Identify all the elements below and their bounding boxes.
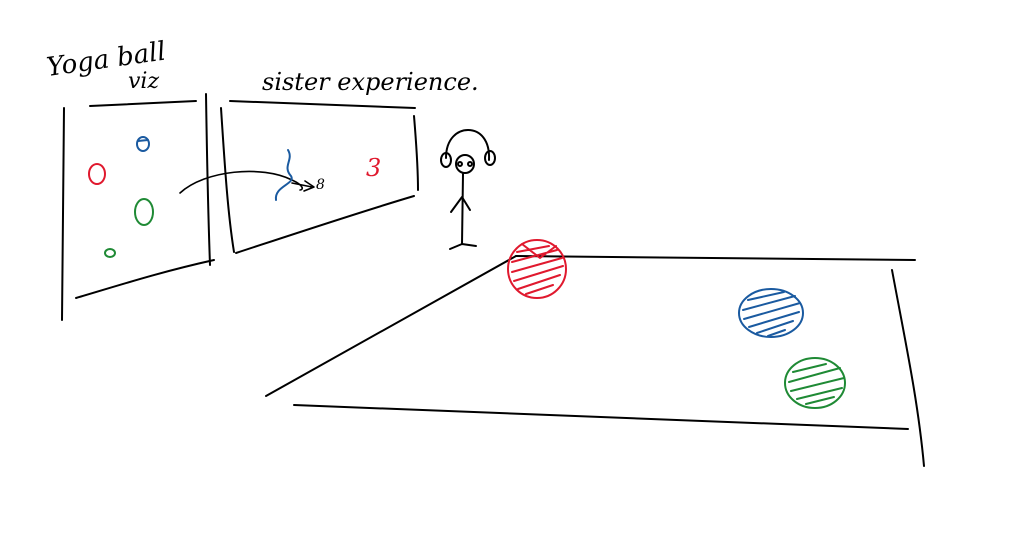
viz-ball-blue-tick (137, 139, 149, 142)
floor-ball-green (784, 357, 846, 409)
viz-ball-blue (136, 136, 150, 152)
yoga-viz-panel (61, 93, 215, 321)
floor-ball-blue (738, 288, 804, 338)
viz-ball-red (88, 163, 106, 185)
sister-marks (274, 149, 293, 201)
yoga-title-line2: viz (128, 69, 159, 94)
sister-title: sister experience. (262, 68, 479, 96)
yoga-viz-balls (88, 136, 154, 258)
sister-panel (220, 100, 419, 254)
sister-digit-red: 3 (366, 154, 381, 182)
viz-ball-green-small (104, 248, 116, 258)
floor-ball-red (507, 239, 567, 299)
sister-blue-squiggle (274, 149, 293, 201)
transfer-arrow (179, 170, 315, 194)
viz-ball-green-large (134, 198, 154, 226)
person-headphones-icon (440, 129, 496, 250)
room-floor (265, 255, 925, 467)
sister-glyph: 8 (316, 177, 325, 193)
